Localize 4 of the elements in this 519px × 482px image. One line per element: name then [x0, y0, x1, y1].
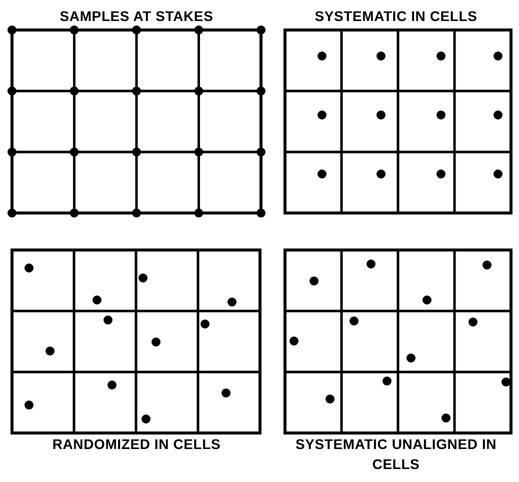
panel-caption: SYSTEMATIC IN CELLS	[314, 7, 478, 26]
panel-caption: SAMPLES AT STAKES	[58, 7, 214, 26]
panel-caption: RANDOMIZED IN CELLS	[51, 435, 222, 454]
panel-caption: SYSTEMATIC UNALIGNED IN CELLS	[294, 435, 498, 474]
